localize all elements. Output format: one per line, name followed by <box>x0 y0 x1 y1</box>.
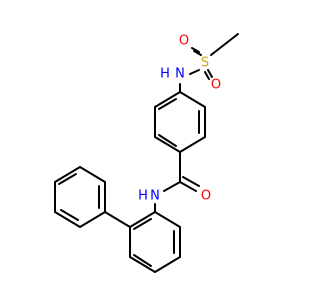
bond-s-n <box>189 69 200 75</box>
ring2-double-2 <box>133 254 152 267</box>
ring2-bond-1 <box>154 211 181 228</box>
bond-biaryl <box>104 211 131 228</box>
ring2-bond-6 <box>129 211 156 228</box>
bond-carbonyl-n <box>163 181 181 192</box>
bond-carbonyl-o-b <box>182 176 200 187</box>
ring1-double-2 <box>158 134 177 147</box>
ring3-bond-2 <box>79 166 106 183</box>
bond-s-o-left-a <box>191 47 200 53</box>
bond-s-o-left-b <box>193 50 202 56</box>
bond-lines <box>54 33 239 273</box>
atom-n-sulfonamide: N <box>175 67 185 82</box>
ring3-bond-6 <box>79 211 106 228</box>
ring1-bond-4 <box>154 136 181 153</box>
bond-ethyl-ch2-s <box>210 47 221 56</box>
bond-ethyl-ch3-ch2 <box>219 33 239 49</box>
atom-h-amide: H <box>138 189 148 204</box>
ring1-bond-3 <box>179 136 206 153</box>
molecule-structure: H N S O O O N H <box>54 33 239 273</box>
atom-o-sulfonyl-left: O <box>179 34 189 49</box>
ring3-bond-5 <box>54 211 81 228</box>
bond-carbonyl-o-a <box>179 181 197 192</box>
ring1-bond-6 <box>154 91 181 108</box>
ring2-double-3 <box>133 218 152 230</box>
atom-labels: H N S O O O N H <box>138 34 221 204</box>
ring1-bond-1 <box>179 91 206 108</box>
bond-s-o-right-a <box>207 69 213 78</box>
ring3-double-2 <box>58 173 77 185</box>
atom-n-amide: N <box>150 189 160 204</box>
ring2-bond-3 <box>154 256 181 273</box>
bond-s-o-right-b <box>204 71 210 80</box>
atom-o-sulfonyl-right: O <box>211 78 221 93</box>
ring3-double-3 <box>60 209 79 221</box>
ring1-double-3 <box>158 98 177 110</box>
ring2-bond-4 <box>129 256 156 273</box>
atom-s-sulfonyl: S <box>201 56 209 71</box>
atom-h-sulfonamide: H <box>160 67 170 82</box>
atom-o-carbonyl: O <box>201 189 211 204</box>
ring3-bond-3 <box>54 166 81 183</box>
